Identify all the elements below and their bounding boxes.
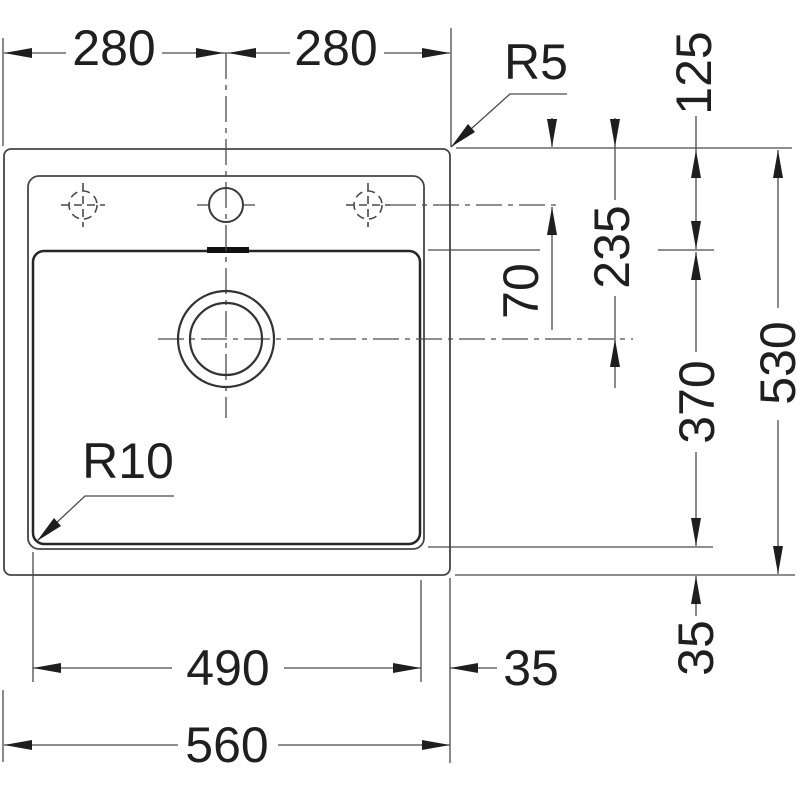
dim-35-right-label: 35 (668, 620, 724, 676)
sink-outer-edge (3, 148, 451, 576)
radius-callout-r10: R10 (36, 433, 174, 542)
extension-lines-bottom (2, 552, 451, 763)
dim-560: 560 (4, 717, 450, 773)
arrow-down-icon (547, 119, 557, 147)
drain (176, 289, 276, 389)
arrow-up-icon (610, 339, 620, 367)
dim-280-right-label: 280 (294, 20, 377, 76)
arrow-left-icon (450, 663, 478, 673)
dim-235-label: 235 (584, 205, 640, 288)
overflow-notch (207, 247, 249, 253)
dim-70: 70 (493, 118, 557, 330)
extension-lines-right (428, 147, 795, 576)
arrow-left-icon (228, 48, 256, 58)
arrow-right-icon (422, 48, 450, 58)
dim-280-left-label: 280 (72, 20, 155, 76)
arrow-up-icon (773, 150, 783, 178)
dim-r10-label: R10 (82, 433, 174, 489)
radius-callout-r5: R5 (450, 34, 568, 148)
tap-hole-left (61, 183, 105, 227)
arrow-down-icon (773, 546, 783, 574)
dim-125-label: 125 (666, 31, 722, 114)
arrow-up-icon (691, 252, 701, 280)
drain-outer-circle (176, 289, 276, 389)
sink-outline (3, 148, 451, 576)
arrow-right-icon (393, 663, 421, 673)
dim-235: 235 (584, 118, 640, 388)
dim-r5-label: R5 (504, 34, 568, 90)
arrow-up-icon (547, 207, 557, 235)
leader-arrow-icon (451, 124, 475, 147)
arrow-up-icon (691, 576, 701, 604)
dim-35-bottom-label: 35 (503, 640, 559, 696)
dim-70-label: 70 (493, 263, 549, 319)
arrow-down-icon (610, 119, 620, 147)
dim-530-label: 530 (750, 321, 800, 404)
dim-125-370-35: 125 370 35 (666, 31, 725, 676)
arrow-left-icon (4, 48, 32, 58)
dim-490-35: 490 35 (33, 640, 559, 696)
drain-inner-circle (188, 301, 264, 377)
tap-hole-center (197, 187, 255, 223)
dim-530: 530 (750, 150, 800, 574)
arrow-right-icon (422, 740, 450, 750)
centerlines (158, 53, 633, 418)
arrow-left-icon (4, 740, 32, 750)
dim-top: 280 280 (2, 20, 452, 147)
tap-hole-right (346, 183, 390, 227)
leader-arrow-icon (37, 518, 61, 541)
arrow-down-icon (691, 221, 701, 249)
arrow-left-icon (33, 663, 61, 673)
dim-560-label: 560 (185, 717, 268, 773)
arrow-right-icon (196, 48, 224, 58)
arrow-up-icon (691, 150, 701, 178)
arrow-down-icon (691, 518, 701, 546)
dim-490-label: 490 (186, 640, 269, 696)
dim-370-label: 370 (669, 360, 725, 443)
